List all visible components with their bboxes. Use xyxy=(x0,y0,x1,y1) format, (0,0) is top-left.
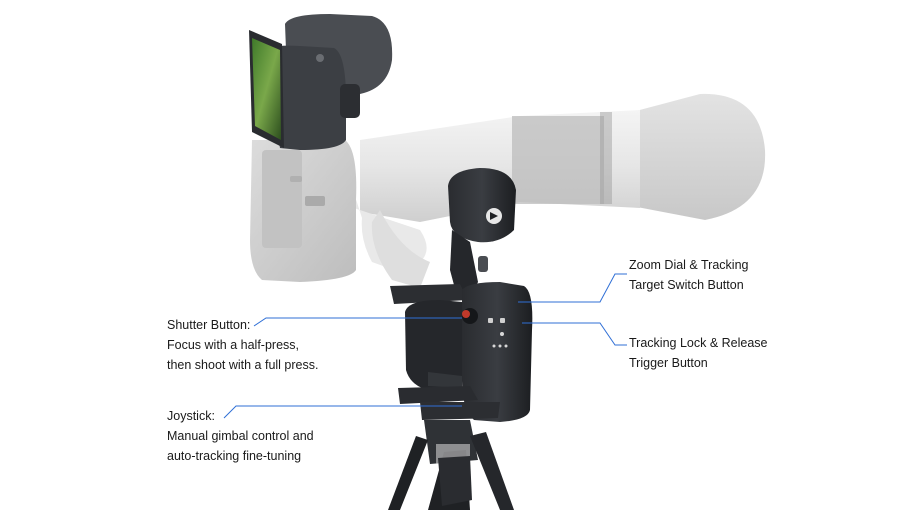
camera-monitor xyxy=(249,14,393,150)
pan-head xyxy=(398,300,478,404)
callout-line: Manual gimbal control and xyxy=(167,429,314,443)
callout-line: then shoot with a full press. xyxy=(167,358,319,372)
callout-line: Focus with a half-press, xyxy=(167,338,299,352)
callout-line: Trigger Button xyxy=(629,356,708,370)
leader-lock xyxy=(522,322,627,346)
telephoto-lens xyxy=(336,110,640,288)
callout-line: auto-tracking fine-tuning xyxy=(167,449,302,463)
leader-joystick xyxy=(223,405,462,419)
gimbal-head xyxy=(448,168,516,300)
callout-line: Shutter Button: xyxy=(167,318,251,332)
callout-line: Target Switch Button xyxy=(629,278,744,292)
callout-line: Tracking Lock & Release xyxy=(629,336,768,350)
leader-zoom xyxy=(518,273,627,303)
callout-zoom-dial: Zoom Dial & Tracking Target Switch Butto… xyxy=(629,255,748,295)
gimbal-grip xyxy=(462,282,533,422)
callout-joystick: Joystick: Manual gimbal control and auto… xyxy=(167,406,314,466)
tripod xyxy=(388,402,514,510)
callout-line: Joystick: xyxy=(167,409,215,423)
leader-lines xyxy=(223,273,627,419)
callout-tracking-lock: Tracking Lock & Release Trigger Button xyxy=(629,333,768,373)
callout-shutter-button: Shutter Button: Focus with a half-press,… xyxy=(167,315,318,375)
camera-body xyxy=(250,140,357,282)
leader-shutter xyxy=(253,317,462,327)
lens-hood xyxy=(632,93,766,220)
quick-release-plate xyxy=(390,284,468,304)
callout-line: Zoom Dial & Tracking xyxy=(629,258,749,272)
